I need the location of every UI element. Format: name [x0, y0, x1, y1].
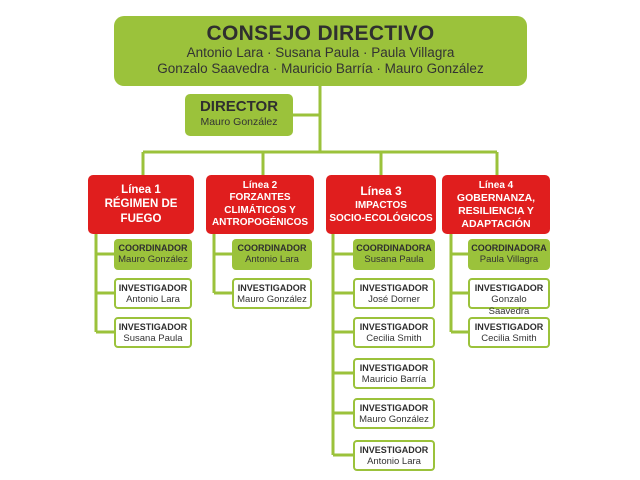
line-2-researcher-1: INVESTIGADOR Mauro González — [232, 278, 312, 309]
director-name: Mauro González — [200, 116, 278, 128]
line-3-researcher-4: INVESTIGADOR Mauro González — [353, 398, 435, 429]
researcher-role: INVESTIGADOR — [359, 445, 429, 455]
researcher-role: INVESTIGADOR — [359, 363, 429, 373]
line-3-title-part: SOCIO-ECOLÓGICOS — [329, 212, 433, 224]
line-2-box: Línea 2 FORZANTES CLIMÁTICOS Y ANTROPOGÉ… — [206, 175, 314, 234]
line-3-researcher-5: INVESTIGADOR Antonio Lara — [353, 440, 435, 471]
line-1-researcher-1: INVESTIGADOR Antonio Lara — [114, 278, 192, 309]
council-members-line-1: Antonio Lara · Susana Paula · Paula Vill… — [186, 45, 455, 60]
director-title: DIRECTOR — [199, 98, 279, 115]
researcher-role: INVESTIGADOR — [474, 322, 544, 332]
researcher-name: Antonio Lara — [126, 294, 180, 305]
researcher-name: Mauro González — [237, 294, 307, 305]
council-members-line-2: Gonzalo Saavedra · Mauricio Barría · Mau… — [157, 61, 484, 76]
line-3-title-part: IMPACTOS — [355, 199, 407, 211]
coordinator-name: Paula Villagra — [479, 254, 539, 265]
coordinator-name: Mauro González — [118, 254, 188, 265]
council-box: CONSEJO DIRECTIVO Antonio Lara · Susana … — [114, 16, 527, 86]
researcher-role: INVESTIGADOR — [359, 283, 429, 293]
line-1-label: Línea 1 — [121, 183, 161, 196]
line-4-label: Línea 4 — [478, 179, 514, 191]
researcher-role: INVESTIGADOR — [118, 322, 188, 332]
researcher-name: Mauricio Barría — [361, 374, 427, 385]
researcher-name: José Dorner — [368, 294, 420, 305]
line-1-researcher-2: INVESTIGADOR Susana Paula — [114, 317, 192, 348]
line-4-researcher-1: INVESTIGADOR Gonzalo Saavedra — [468, 278, 550, 317]
line-3-researcher-1: INVESTIGADOR José Dorner — [353, 278, 435, 309]
coordinator-role: COORDINADORA — [356, 243, 432, 253]
researcher-name: Gonzalo Saavedra — [488, 294, 530, 317]
line-4-researcher-2: INVESTIGADOR Cecilia Smith — [468, 317, 550, 348]
line-4-title-part: GOBERNANZA, — [456, 191, 536, 204]
line-1-box: Línea 1 RÉGIMEN DE FUEGO — [88, 175, 194, 234]
line-2-label: Línea 2 — [242, 179, 278, 191]
researcher-role: INVESTIGADOR — [118, 283, 188, 293]
researcher-role: INVESTIGADOR — [359, 403, 429, 413]
researcher-name: Susana Paula — [123, 333, 183, 344]
coordinator-role: COORDINADOR — [237, 243, 307, 253]
line-2-title-part: CLIMÁTICOS Y — [224, 204, 296, 216]
council-title: CONSEJO DIRECTIVO — [206, 22, 435, 45]
coordinator-name: Antonio Lara — [245, 254, 299, 265]
line-1-title-part: RÉGIMEN DE — [104, 198, 178, 211]
line-2-coordinator: COORDINADOR Antonio Lara — [232, 239, 312, 270]
line-3-label: Línea 3 — [360, 183, 402, 198]
researcher-role: INVESTIGADOR — [237, 283, 307, 293]
line-4-coordinator: COORDINADORA Paula Villagra — [468, 239, 550, 270]
line-1-title-part: FUEGO — [120, 212, 162, 225]
researcher-name: Cecilia Smith — [481, 333, 537, 344]
line-4-title-part: ADAPTACIÓN — [461, 217, 531, 230]
researcher-name: Antonio Lara — [367, 456, 421, 467]
coordinator-role: COORDINADORA — [471, 243, 547, 253]
line-4-title-part: RESILIENCIA Y — [458, 204, 534, 217]
researcher-role: INVESTIGADOR — [359, 322, 429, 332]
line-3-box: Línea 3 IMPACTOS SOCIO-ECOLÓGICOS — [326, 175, 436, 234]
director-box: DIRECTOR Mauro González — [185, 94, 293, 136]
researcher-name: Cecilia Smith — [366, 333, 422, 344]
line-3-researcher-3: INVESTIGADOR Mauricio Barría — [353, 358, 435, 389]
line-3-researcher-2: INVESTIGADOR Cecilia Smith — [353, 317, 435, 348]
line-3-coordinator: COORDINADORA Susana Paula — [353, 239, 435, 270]
coordinator-name: Susana Paula — [364, 254, 424, 265]
line-2-title-part: ANTROPOGÉNICOS — [211, 217, 309, 228]
researcher-role: INVESTIGADOR — [474, 283, 544, 293]
line-4-box: Línea 4 GOBERNANZA, RESILIENCIA Y ADAPTA… — [442, 175, 550, 234]
line-2-title-part: FORZANTES — [229, 192, 291, 203]
coordinator-role: COORDINADOR — [118, 243, 188, 253]
line-1-coordinator: COORDINADOR Mauro González — [114, 239, 192, 270]
researcher-name: Mauro González — [359, 414, 429, 425]
